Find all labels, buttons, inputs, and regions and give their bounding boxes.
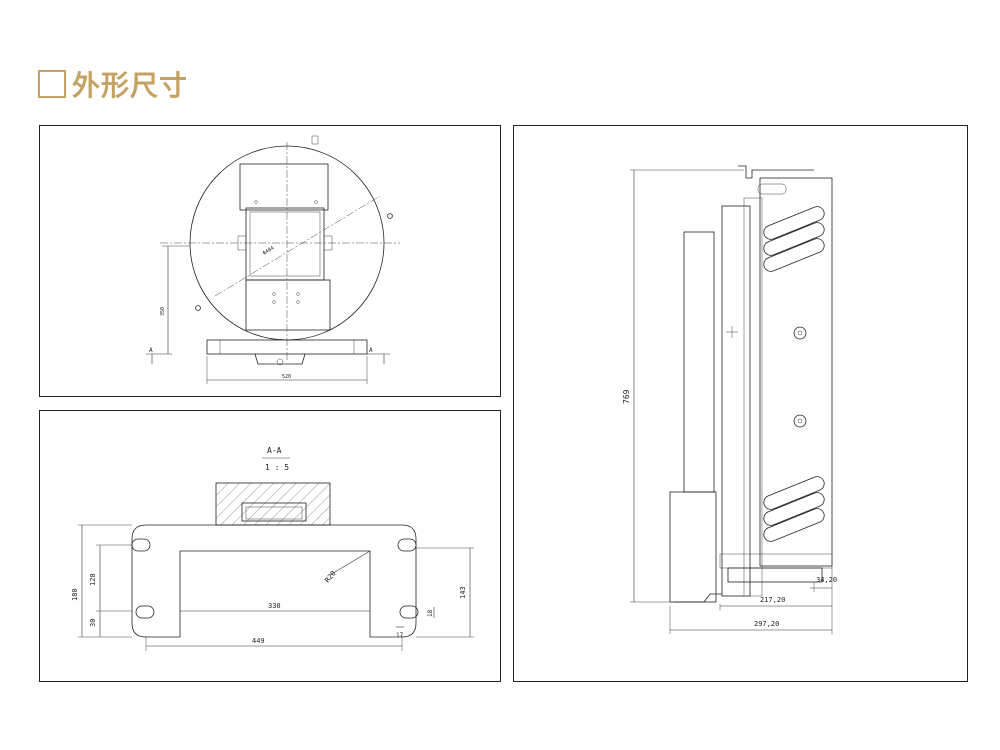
upper-coil [763, 206, 825, 272]
section-label: A-A [267, 446, 282, 455]
slot-spacing-dimension: 120 [89, 573, 97, 586]
checkbox-square-icon [38, 70, 66, 98]
side-view-drawing: 769 34,20 217,20 297,20 [622, 165, 837, 634]
diameter-label: Φ484 [262, 245, 275, 256]
side-depth-dimension: 217,20 [760, 596, 785, 604]
section-scale: 1 : 5 [265, 463, 289, 472]
bottom-offset-dimension: 30 [89, 619, 97, 627]
front-width-dimension: 520 [282, 374, 291, 380]
section-header: 外形尺寸 [38, 66, 188, 102]
side-offset-dimension: 34,20 [816, 576, 837, 584]
slot-width-dimension: 17 [396, 632, 404, 639]
side-total-depth-dimension: 297,20 [754, 620, 779, 628]
front-view-panel: Φ484 A A 350 520 [39, 125, 501, 397]
section-view-panel: A-A 1 : 5 R20 330 449 180 120 [39, 410, 501, 682]
outer-width-dimension: 449 [252, 637, 265, 645]
right-height-dimension: 143 [459, 586, 467, 599]
slot-height-dimension: 18 [427, 609, 434, 617]
lower-coil [763, 476, 825, 542]
section-view-drawing: A-A 1 : 5 R20 330 449 180 120 [71, 446, 474, 651]
front-height-dimension: 350 [160, 307, 166, 316]
section-mark-left: A [149, 347, 153, 354]
side-height-dimension: 769 [622, 389, 631, 404]
page-title: 外形尺寸 [72, 69, 189, 102]
front-view-drawing: Φ484 A A 350 520 [146, 135, 400, 384]
inner-width-dimension: 330 [268, 602, 281, 610]
left-height-dimension: 180 [71, 588, 79, 601]
section-mark-right: A [369, 347, 373, 354]
side-view-panel: 769 34,20 217,20 297,20 [513, 125, 968, 682]
